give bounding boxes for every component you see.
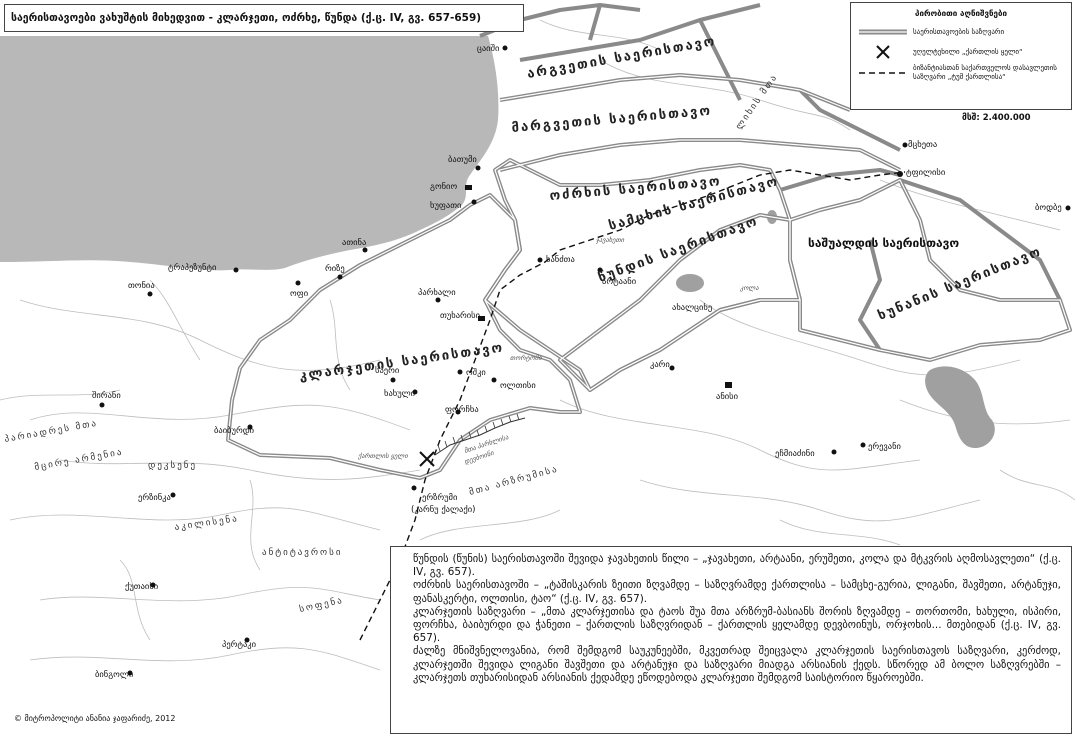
dashed-line-icon [859,72,907,74]
svg-text:ახალციხე: ახალციხე [672,302,712,313]
dashed-border [359,169,906,641]
svg-text:თუხარისი: თუხარისი [440,310,480,321]
city-labels: ცაიში ბათუმი გონიო ხუფათი ათინა რიზე ოფი… [92,43,1062,680]
border-line-icon [859,29,907,35]
legend-label: ბიზანტიასთან საქართველოს დასავლეთის საზღ… [913,64,1057,81]
svg-text:სპერი: სპერი [375,365,399,376]
copyright-text: © მიტროპოლიტი ანანია ჯაფარიძე, 2012 [14,714,176,723]
city-dots [99,45,1071,676]
svg-text:დეკსენე: დეკსენე [148,460,197,471]
legend-label: უღელტეხილი „ქართლის ყელი“ [913,47,1023,56]
svg-text:ბინგოლი: ბინგოლი [95,669,133,680]
legend-item-dashed: ბიზანტიასთან საქართველოს დასავლეთის საზღ… [857,64,1065,82]
svg-text:ჯავახეთი: ჯავახეთი [595,236,625,244]
svg-text:(კარნუ ქალაქი): (კარნუ ქალაქი) [411,504,475,515]
description-box: წუნდის (წუნის) საერისთავოში შევიდა ჯავახ… [390,546,1072,734]
svg-text:ოშკი: ოშკი [466,367,486,378]
svg-text:ცაიში: ცაიში [477,43,499,54]
svg-text:ქუთაისი: ქუთაისი [125,581,158,592]
x-mark-icon [876,45,890,59]
description-paragraph: კლარჯეთის საზღვარი – „მთა კლარჯეთისა და … [413,605,1061,645]
legend-label: საერისთავოების საზღვარი [913,27,1005,36]
legend: პირობითი აღნიშვნები საერისთავოების საზღვ… [850,2,1072,110]
map-title-box: საერისთავოები ვახუშტის მიხედვით - კლარჯე… [4,4,524,32]
svg-text:ათინა: ათინა [342,237,366,248]
svg-text:კოლა: კოლა [739,284,759,292]
scale-label: მსშ: 2.400.000 [962,113,1031,123]
description-paragraph: ძალზე მნიშვნელოვანია, რომ შემდგომ საუკუნ… [413,645,1061,684]
svg-text:ხუფათი: ხუფათი [430,200,461,211]
svg-text:ტფილისი: ტფილისი [906,167,945,178]
svg-text:ერევანი: ერევანი [868,441,901,452]
svg-text:ტრაპეზუნტი: ტრაპეზუნტი [168,262,216,273]
svg-text:ბაიბურდი: ბაიბურდი [214,425,254,436]
svg-text:ბათუმი: ბათუმი [448,154,477,165]
copyright: © მიტროპოლიტი ანანია ჯაფარიძე, 2012 [14,714,175,723]
svg-text:შირანი: შირანი [92,390,121,401]
legend-heading: პირობითი აღნიშვნები [915,9,1007,18]
svg-text:კარი: კარი [650,359,670,370]
kartlis-kheli-pass-x [419,451,435,467]
svg-text:ოლთისი: ოლთისი [500,380,536,391]
lake-sevan [925,366,995,448]
svg-text:ბოდბე: ბოდბე [1035,202,1062,213]
svg-text:თონია: თონია [128,280,155,291]
ridge-ticks [437,413,520,452]
lake-paravani [676,274,704,292]
svg-text:ოფი: ოფი [290,289,308,299]
svg-text:ერზრუმი: ერზრუმი [422,492,457,503]
svg-text:პარხალი: პარხალი [418,287,456,298]
legend-item-border: საერისთავოების საზღვარი [857,24,1065,40]
svg-text:ეჩმიაძინი: ეჩმიაძინი [775,448,815,459]
legend-item-pass: უღელტეხილი „ქართლის ყელი“ [857,44,1065,60]
svg-text:რიზე: რიზე [325,263,345,274]
svg-text:თორტომი: თორტომი [510,353,542,362]
svg-text:ანისი: ანისი [716,391,738,402]
description-paragraph: ოძრხის საერისთავოში – „ტაშისკარის ზეითი … [413,579,1061,605]
parkhali-ridge [434,417,526,456]
svg-text:არტაანი: არტაანი [602,276,636,287]
svg-text:ფორჩხა: ფორჩხა [445,404,479,415]
svg-text:გონიო: გონიო [430,181,457,192]
svg-text:ხახული: ხახული [384,388,415,399]
rivers [0,19,1075,671]
svg-text:ხანძთა: ხანძთა [546,254,575,265]
black-sea [0,36,499,271]
svg-text:მცხეთა: მცხეთა [908,139,937,150]
svg-text:პერტაკი: პერტაკი [222,639,256,650]
svg-text:ქართლის ყელი: ქართლის ყელი [357,451,408,460]
description-paragraph: წუნდის (წუნის) საერისთავოში შევიდა ჯავახ… [413,553,1061,579]
svg-text:ერზინკა: ერზინკა [138,492,171,503]
svg-text:საშუალდის საერისთავო: საშუალდის საერისთავო [808,236,959,250]
map-title: საერისთავოები ვახუშტის მიხედვით - კლარჯე… [11,12,482,24]
svg-text:ანტიტავროსი: ანტიტავროსი [262,547,343,558]
